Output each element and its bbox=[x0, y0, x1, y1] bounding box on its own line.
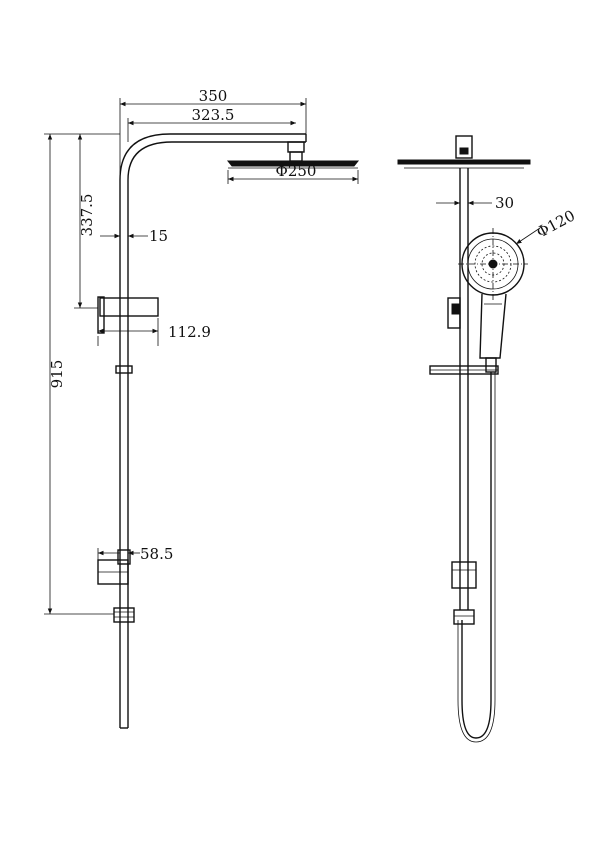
holder-back-plate bbox=[97, 296, 105, 334]
handset-diameter-leader bbox=[515, 227, 541, 245]
side-arm-cap-insert bbox=[459, 147, 469, 155]
dim-total-width: 350 bbox=[199, 87, 228, 105]
shower-head-plate bbox=[226, 160, 360, 167]
dim-arm-length: 323.5 bbox=[192, 106, 235, 124]
dim-handset-diameter: Φ120 bbox=[533, 206, 578, 241]
side-arm-cap bbox=[455, 135, 473, 159]
dim-rail-offset: 15 bbox=[149, 227, 168, 245]
dim-side-offset: 30 bbox=[495, 194, 514, 212]
dim-bracket-depth: 58.5 bbox=[140, 545, 173, 563]
dim-holder-depth: 112.9 bbox=[168, 323, 211, 341]
gooseneck-arm-outer bbox=[119, 133, 306, 181]
arm-connector-lower bbox=[289, 151, 303, 162]
arm-connector-upper bbox=[287, 141, 305, 153]
shower-hose-inner bbox=[457, 372, 496, 743]
dim-head-diameter: Φ250 bbox=[276, 162, 317, 180]
side-view: 30 Φ120 bbox=[397, 135, 578, 743]
side-slider-knob bbox=[451, 303, 461, 315]
front-view: 350 323.5 Φ250 337.5 15 112.9 915 58.5 bbox=[44, 87, 360, 729]
dim-upper-height: 337.5 bbox=[78, 194, 96, 237]
gooseneck-arm-inner bbox=[127, 141, 306, 181]
dim-total-height: 915 bbox=[48, 360, 66, 389]
side-wall-bracket bbox=[451, 561, 477, 589]
shower-hose-outer bbox=[461, 372, 492, 739]
side-shower-head-plate bbox=[397, 159, 531, 165]
riser-joint bbox=[115, 365, 133, 374]
side-inlet-nut bbox=[453, 609, 475, 625]
handset-holder-front bbox=[99, 297, 159, 317]
wall-bracket-collar bbox=[117, 549, 131, 565]
inlet-nut bbox=[113, 607, 135, 623]
